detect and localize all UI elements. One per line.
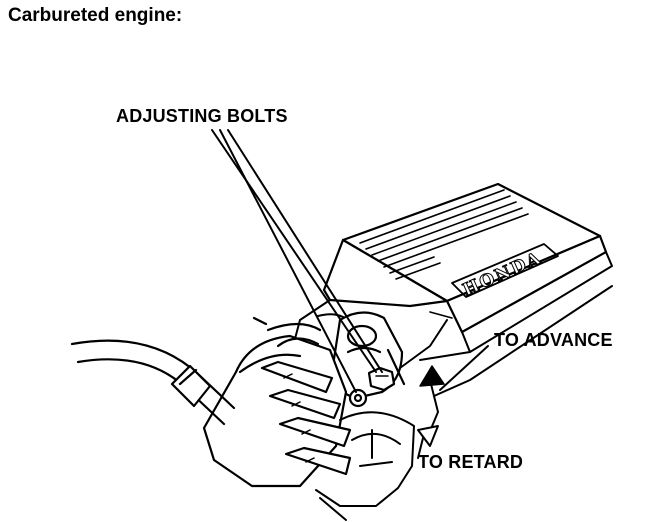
adjusting-bolts-leaders	[211, 129, 383, 393]
to-advance-label: TO ADVANCE	[494, 330, 613, 350]
page-caption: Carbureted engine:	[8, 5, 183, 26]
adjusting-bolts-label: ADJUSTING BOLTS	[116, 106, 288, 126]
distributor-housing	[315, 411, 415, 521]
adjusting-bolt-lower	[348, 388, 368, 408]
retard-arrowhead	[417, 425, 439, 447]
valve-cover	[322, 182, 613, 353]
ignition-cable	[70, 339, 236, 426]
to-retard-label: TO RETARD	[418, 452, 524, 472]
distributor-cap	[202, 316, 352, 488]
advance-arrowhead	[419, 365, 445, 387]
